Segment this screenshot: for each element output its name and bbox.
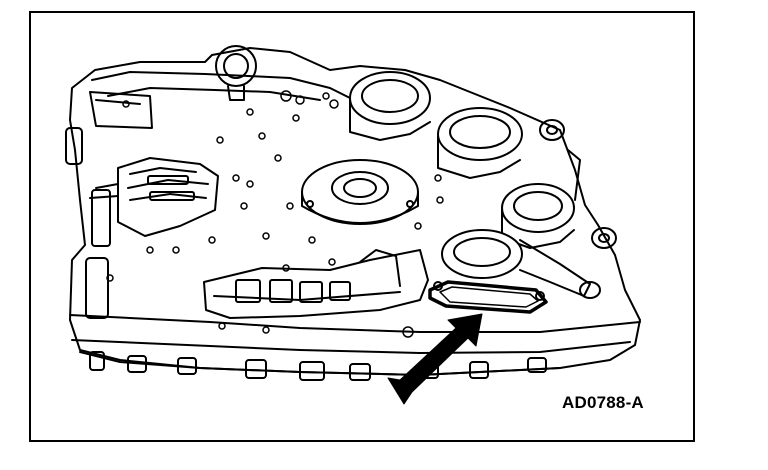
gasket-seal [428,280,548,314]
lower-valve-body [203,249,429,319]
tube-housing-2 [437,107,523,179]
tube-housing-1 [349,71,431,141]
tube-housing-4 [441,229,591,297]
right-bosses [539,119,617,299]
top-lug [215,45,257,101]
bottom-bosses [89,351,547,381]
top-ridge [91,71,351,99]
front-rail-lower [71,339,631,354]
front-rail-bottom [79,351,561,376]
center-boss [301,159,419,225]
front-rail [69,314,641,333]
tube-housing-3 [501,183,575,249]
figure-reference-code: AD0788-A [562,393,644,412]
bolt-holes [106,90,444,338]
pointer-arrow [387,313,483,405]
top-ridge-inner [107,87,321,101]
left-valve-block [89,157,219,237]
left-bosses [65,91,153,319]
